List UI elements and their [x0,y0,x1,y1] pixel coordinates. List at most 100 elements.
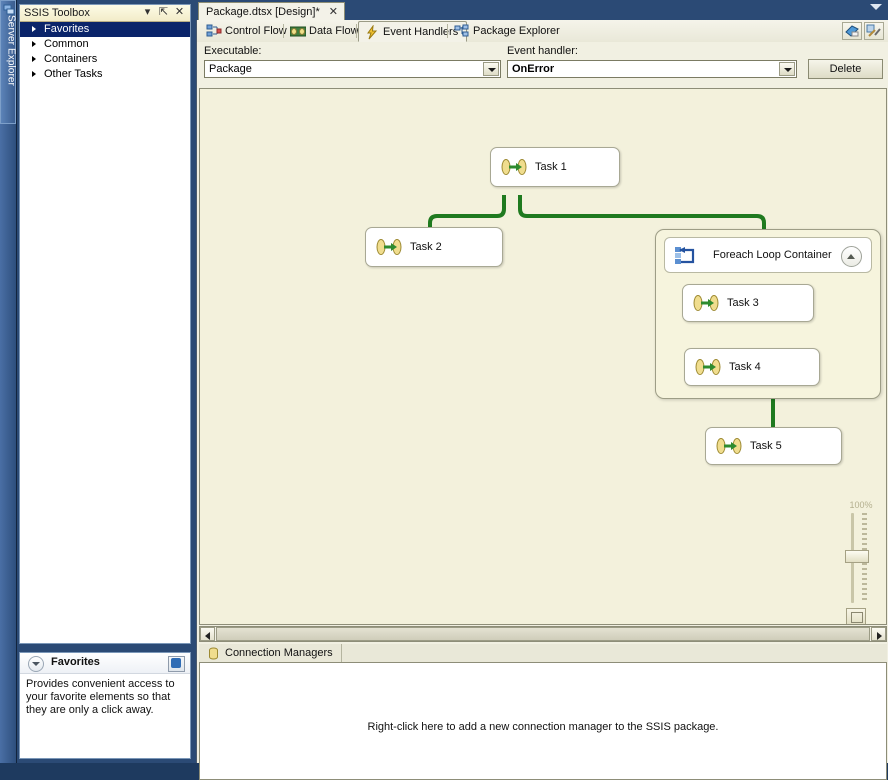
task-label: Task 2 [410,241,442,253]
event-handler-canvas[interactable]: Task 1 Task 2 [199,88,887,625]
tab-label: Data Flow [309,25,359,37]
docked-tab-strip: Server Explorer [0,0,17,763]
tab-control-flow[interactable]: Control Flow [201,21,295,42]
data-flow-task-icon [695,358,721,376]
collapse-chevron-icon[interactable] [841,246,862,267]
editor-area: Package.dtsx [Design]*✕ Control F [196,0,888,780]
info-panel-header: Favorites [20,653,190,674]
task-node-task2[interactable]: Task 2 [365,227,503,267]
toolbox-group-other-tasks[interactable]: Other Tasks [20,67,190,82]
server-explorer-label: Server Explorer [5,15,17,86]
tab-event-handlers[interactable]: Event Handlers [358,21,468,42]
toolbox-group-common[interactable]: Common [20,37,190,52]
toolbox-title: SSIS Toolbox [24,7,90,19]
window-list-dropdown-icon[interactable] [870,4,882,10]
designer-tab-bar: Control Flow Data Flow [197,20,888,43]
executable-value: Package [209,63,252,75]
task-node-task5[interactable]: Task 5 [705,427,842,465]
toolbox-group-label: Common [44,38,89,50]
tab-label: Package Explorer [473,25,560,37]
canvas-horizontal-scrollbar[interactable] [199,626,887,642]
chevron-down-icon[interactable] [28,656,44,672]
sidebar-item-server-explorer[interactable]: Server Explorer [0,0,17,124]
ssis-toolbox-panel: SSIS Toolbox ▾ ⇱ ✕ Favorites Common Cont… [19,4,191,644]
info-panel-title: Favorites [51,656,100,668]
delete-button[interactable]: Delete [808,59,883,79]
scroll-left-icon[interactable] [200,627,215,641]
event-handler-combobox[interactable]: OnError [507,60,797,78]
connection-managers-tabbar: Connection Managers [199,644,887,663]
zoom-control[interactable]: 100% [844,500,878,624]
tab-data-flow[interactable]: Data Flow [285,21,367,42]
toolbox-group-favorites[interactable]: Favorites [20,22,190,37]
toolbox-group-label: Containers [44,53,98,65]
empty-state-message: Right-click here to add a new connection… [367,721,719,733]
task-label: Task 4 [729,361,761,373]
expander-arrow-icon [32,41,36,47]
executable-label: Executable: [204,45,262,57]
designer-corner-buttons [842,22,886,40]
server-explorer-icon [3,4,15,16]
foreach-loop-icon [675,246,697,266]
chevron-down-icon[interactable]: ▾ [144,6,151,18]
control-flow-icon [206,24,222,39]
toolbox-group-containers[interactable]: Containers [20,52,190,67]
data-flow-task-icon [693,294,719,312]
connection-managers-list[interactable]: Right-click here to add a new connection… [199,662,887,780]
scroll-right-icon[interactable] [871,627,886,641]
data-flow-task-icon [716,437,742,455]
tab-package-explorer[interactable]: Package Explorer [449,21,568,42]
chevron-down-icon[interactable] [483,62,499,76]
help-icon[interactable] [168,656,185,672]
executable-combobox[interactable]: Package [204,60,501,78]
scrollbar-thumb[interactable] [216,627,870,641]
zoom-slider-thumb[interactable] [845,550,869,563]
tab-divider [283,24,284,38]
toolbox-tree: Favorites Common Containers Other Tasks [20,22,190,643]
connection-managers-panel: Connection Managers Right-click here to … [199,644,887,780]
task-node-task4[interactable]: Task 4 [684,348,820,386]
pin-icon[interactable]: ⇱ [158,6,169,18]
fit-to-window-button[interactable] [846,608,866,624]
tab-label: Control Flow [225,25,287,37]
chevron-down-icon[interactable] [779,62,795,76]
variables-icon[interactable] [842,22,862,40]
connection-manager-icon [207,647,220,660]
tab-divider [356,24,357,38]
tab-label: Event Handlers [383,26,459,38]
package-explorer-icon [454,24,470,39]
task-label: Task 3 [727,297,759,309]
close-icon[interactable]: ✕ [328,6,338,18]
task-node-task1[interactable]: Task 1 [490,147,620,187]
expander-arrow-icon [32,71,36,77]
foreach-loop-container[interactable]: Foreach Loop Container [655,229,881,399]
task-node-task3[interactable]: Task 3 [682,284,814,322]
designer-surface-panel: Control Flow Data Flow [196,20,888,780]
expander-arrow-icon [32,56,36,62]
data-flow-task-icon [501,158,527,176]
canvas-content: Task 1 Task 2 [200,89,886,624]
toolbox-header: SSIS Toolbox ▾ ⇱ ✕ [20,5,190,22]
data-flow-task-icon [376,238,402,256]
event-handlers-icon [364,24,380,40]
document-tab-package[interactable]: Package.dtsx [Design]* ✕ [198,2,345,20]
tools-icon[interactable] [864,22,884,40]
toolbox-info-panel: Favorites Provides convenient access to … [19,652,191,759]
document-tab-label: Package.dtsx [Design]* [206,6,320,18]
container-label: Foreach Loop Container [713,249,832,261]
tab-connection-managers[interactable]: Connection Managers [203,644,342,662]
info-panel-description: Provides convenient access to your favor… [26,678,175,716]
tab-divider [447,24,448,38]
toolbox-group-label: Other Tasks [44,68,103,80]
container-header[interactable]: Foreach Loop Container [664,237,872,273]
event-handler-label: Event handler: [507,45,578,57]
toolbox-group-label: Favorites [44,23,90,35]
zoom-level-label: 100% [849,500,873,510]
expander-arrow-icon [32,26,36,32]
event-handler-selector-bar: Executable: Package Event handler: OnErr… [197,42,888,88]
close-icon[interactable]: ✕ [174,6,185,18]
event-handler-value: OnError [512,63,555,75]
task-label: Task 5 [750,440,782,452]
task-label: Task 1 [535,161,567,173]
